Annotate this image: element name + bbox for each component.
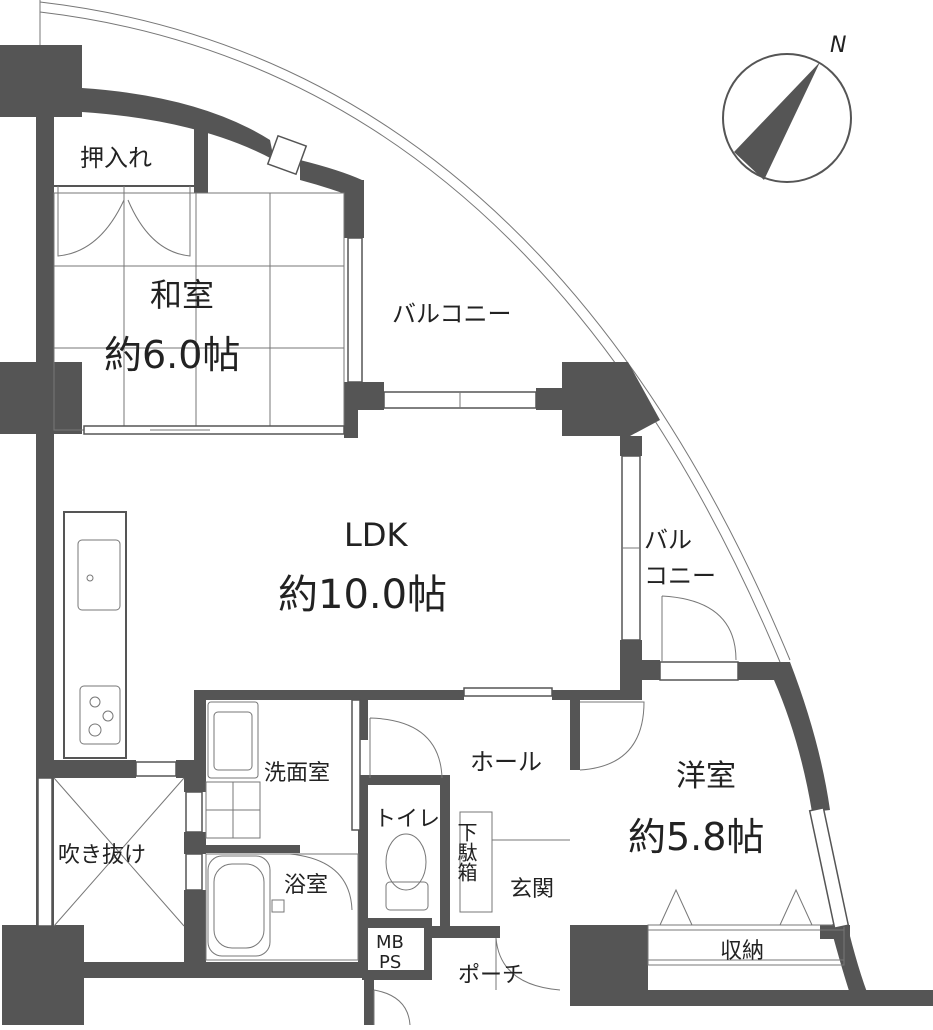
label-porch: ポーチ (458, 963, 524, 988)
yoshitsu-name: 洋室 (676, 759, 736, 794)
bathtub (185, 853, 359, 961)
label-balcony: バルコニー (392, 300, 512, 328)
small-balcony-door (659, 595, 739, 681)
label-toilet: トイレ (374, 807, 440, 832)
label-geta: 下駄箱 (454, 822, 478, 882)
label-genkan: 玄関 (510, 877, 554, 902)
label-yokushitsu: 浴室 (284, 873, 328, 898)
label-senmen: 洗面室 (264, 761, 330, 786)
yoshitsu-closet (647, 806, 850, 966)
toilet-fixture (369, 717, 443, 911)
ldk-size: 約10.0帖 (278, 572, 447, 618)
balcony-window (383, 391, 537, 409)
oshiire-doors (54, 185, 194, 257)
compass: N (722, 33, 852, 183)
room-labels: 押入れ 和室 約6.0帖 バルコニー LDK 約10.0帖 バル コニー 洗面室… (58, 144, 764, 988)
label-fukinuke: 吹き抜け (58, 843, 146, 868)
fukinuke-void (37, 761, 185, 927)
washroom-fixtures (185, 699, 361, 839)
label-oshiire: 押入れ (80, 144, 152, 172)
washitsu-size: 約6.0帖 (104, 333, 240, 377)
label-mbps-1: MB (376, 932, 404, 953)
label-balcony-small-2: コニー (644, 562, 716, 590)
label-balcony-small-1: バル (644, 526, 692, 554)
yoshitsu-size: 約5.8帖 (628, 815, 764, 859)
label-hall: ホール (470, 748, 542, 776)
washitsu-windows (83, 134, 363, 435)
label-mbps-2: PS (379, 952, 401, 973)
compass-letter: N (830, 33, 846, 58)
hall-doors (373, 687, 645, 1026)
washitsu-name: 和室 (150, 276, 214, 314)
balcony-rail (39, 0, 791, 663)
kitchen-counter (63, 511, 127, 759)
ldk-name: LDK (344, 516, 408, 554)
getabako (459, 811, 570, 913)
label-shuno: 収納 (720, 939, 764, 964)
ldk-right-window (621, 455, 641, 641)
